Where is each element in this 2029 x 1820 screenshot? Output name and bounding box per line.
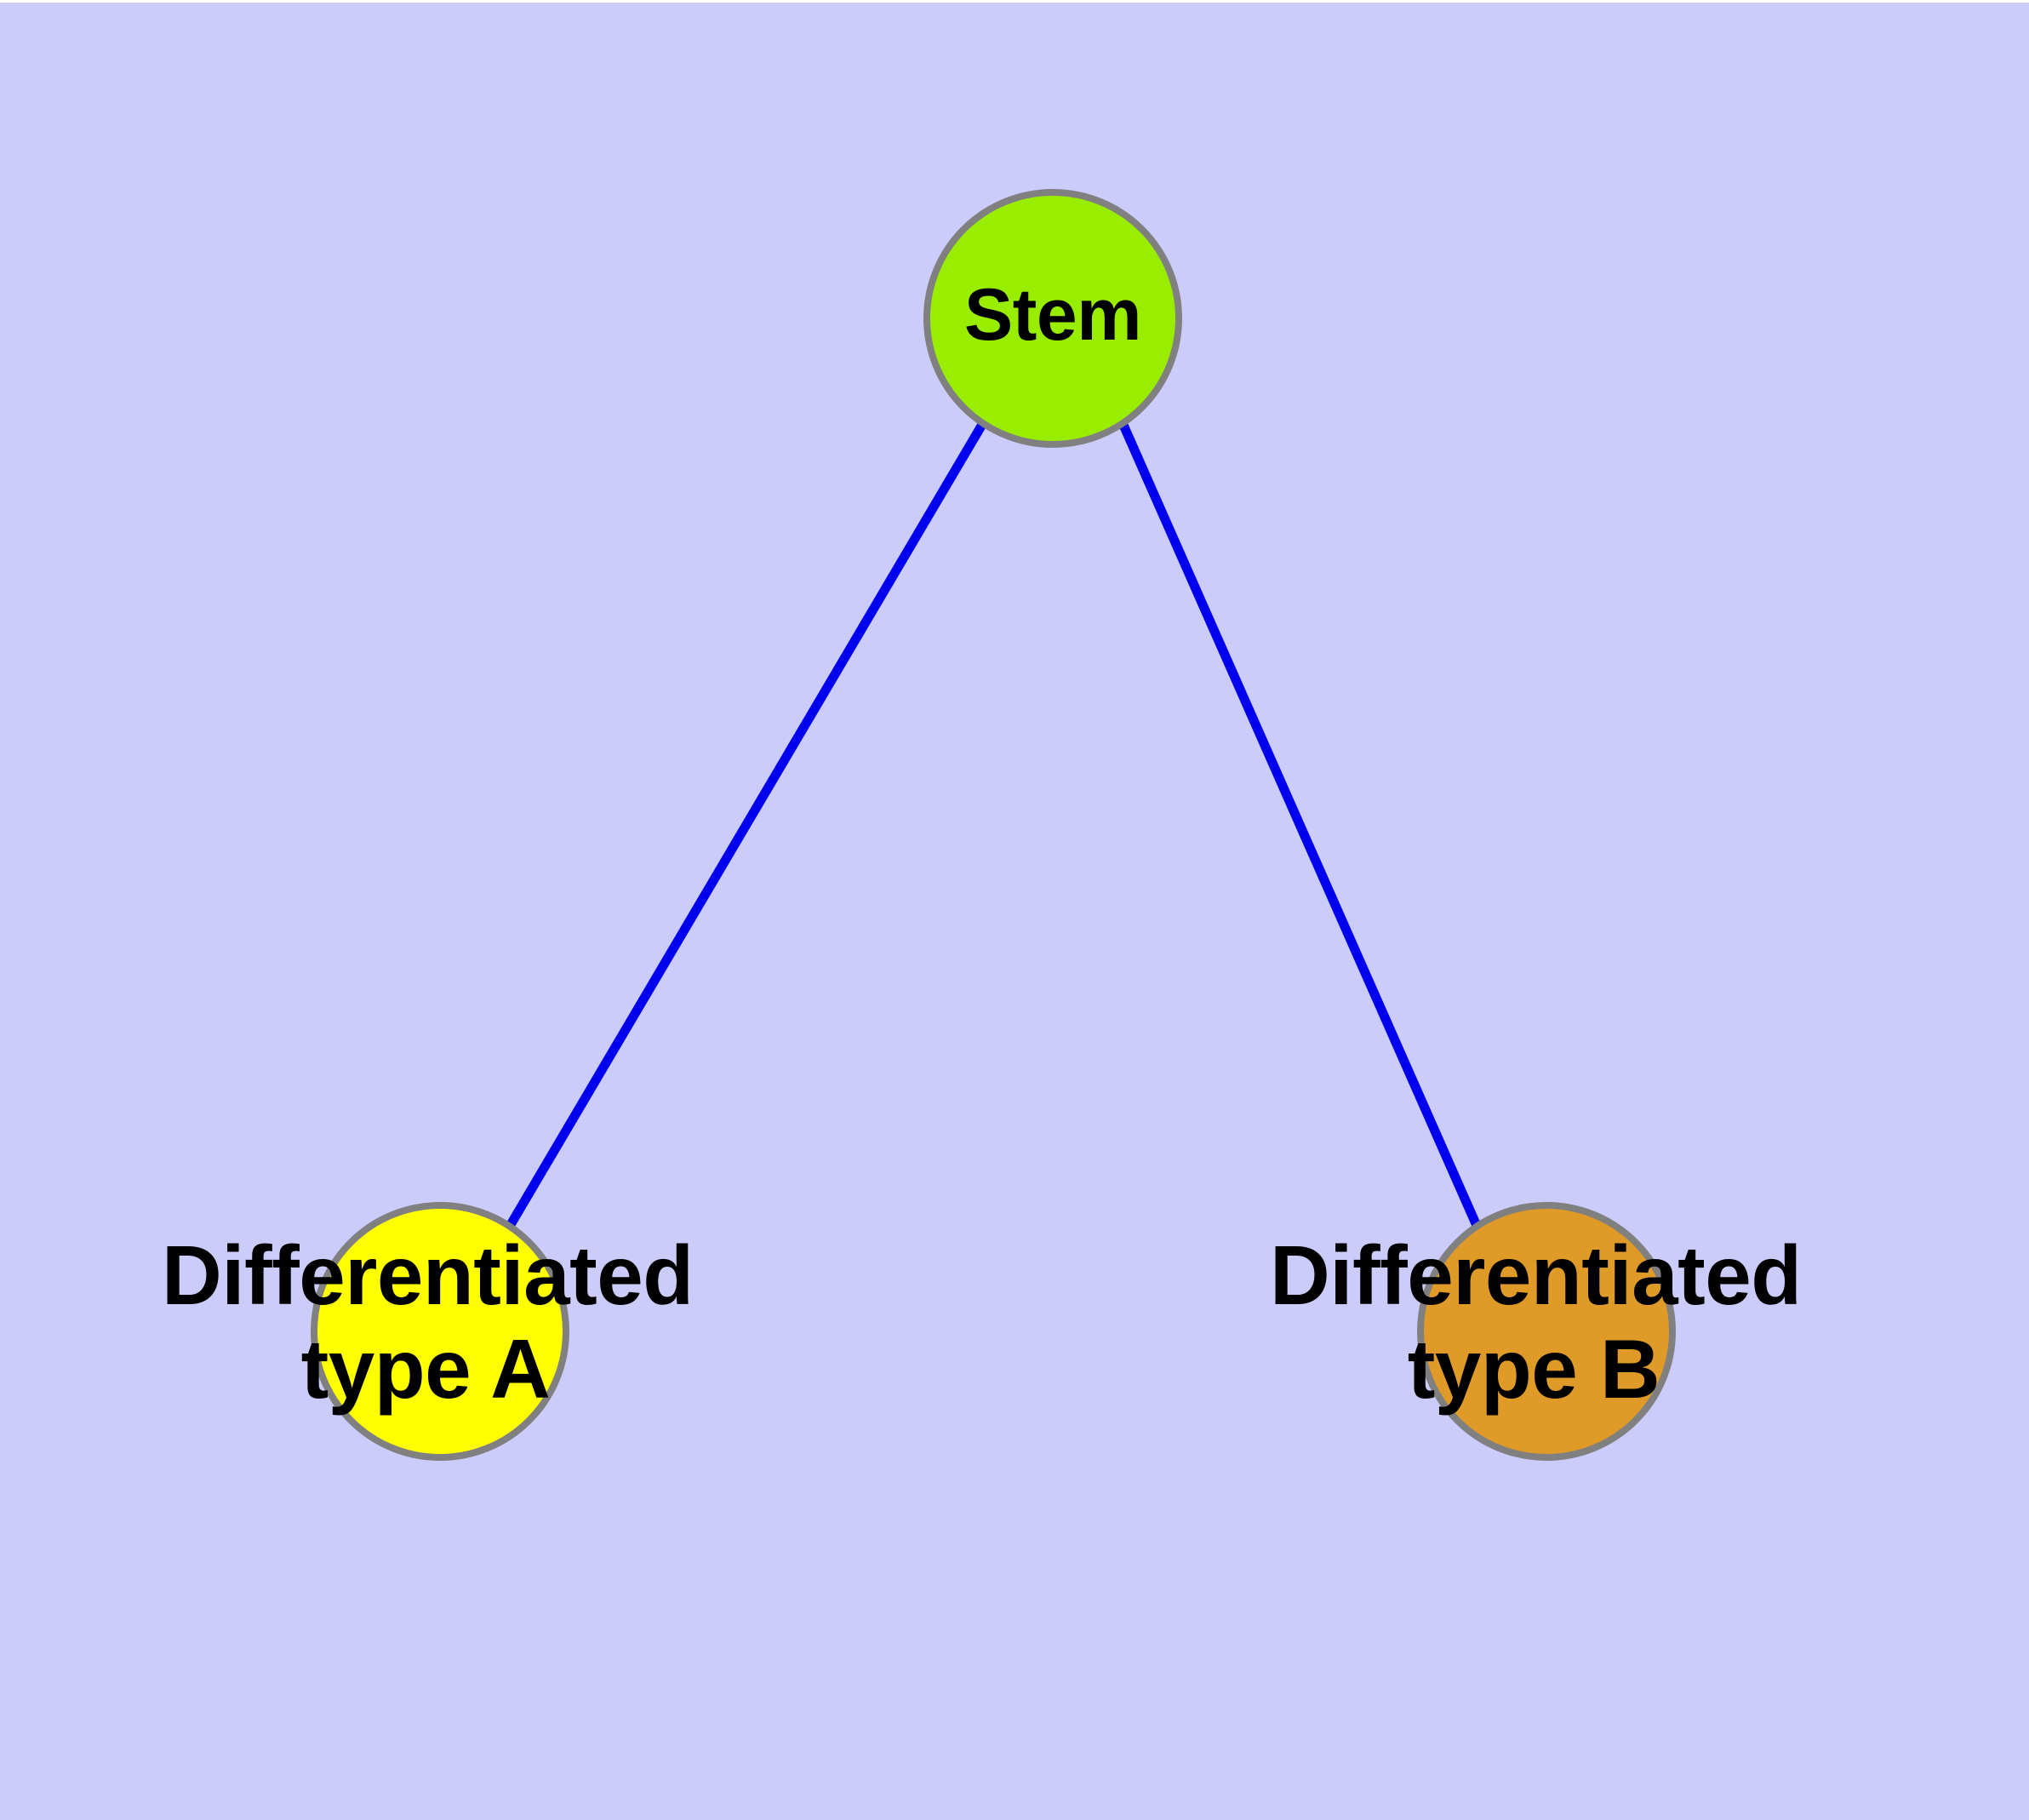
node-differentiated-type-a[interactable]: [311, 1202, 569, 1461]
node-stem[interactable]: [923, 189, 1182, 448]
node-differentiated-type-b[interactable]: [1417, 1202, 1676, 1461]
edge-stem-to-differentiated-type-b[interactable]: [1117, 421, 1483, 1230]
edge-stem-to-differentiated-type-a[interactable]: [505, 421, 987, 1230]
